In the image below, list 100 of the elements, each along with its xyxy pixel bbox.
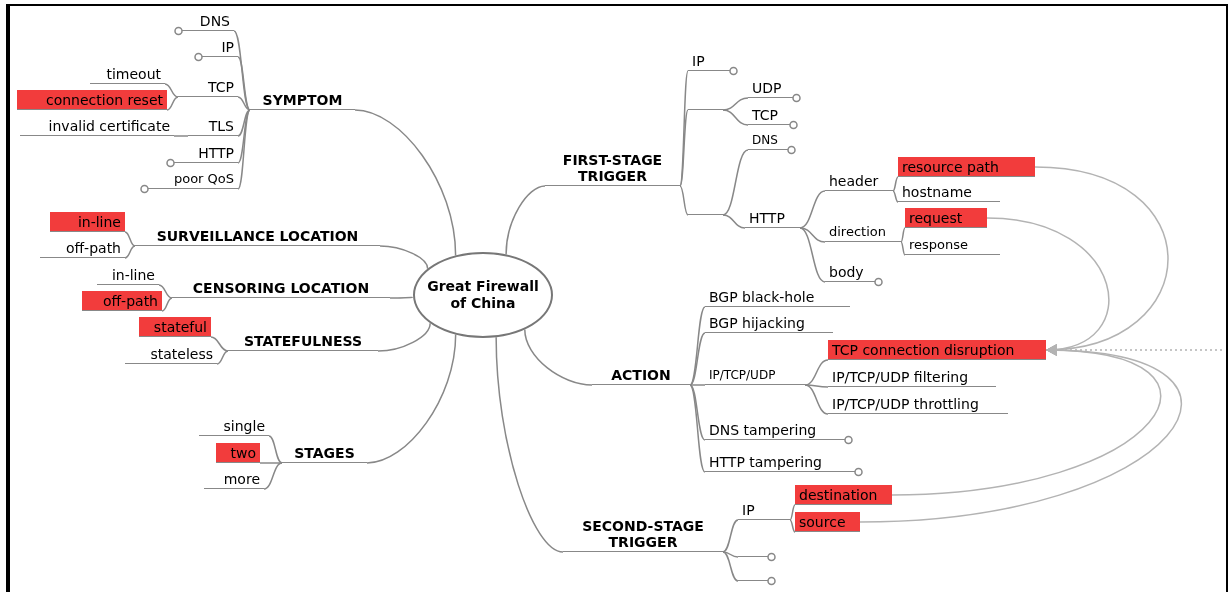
topic-label: FIRST-STAGE TRIGGER bbox=[545, 146, 680, 186]
branch-connector bbox=[689, 332, 706, 386]
branch-label: poor QoS bbox=[148, 169, 238, 189]
branch-label: hostname bbox=[898, 182, 1000, 202]
branch-label: IP bbox=[738, 500, 790, 520]
branch-connector bbox=[263, 462, 283, 490]
highlighted-label: off-path bbox=[82, 291, 162, 311]
branch-label: IP bbox=[688, 51, 730, 71]
branch-connector bbox=[161, 297, 173, 312]
branch-label: UDP bbox=[748, 78, 793, 98]
topic-label: SYMPTOM bbox=[250, 90, 355, 110]
branch-connector bbox=[722, 149, 749, 216]
dotted-arrow bbox=[1045, 344, 1223, 356]
branch-label: DNS bbox=[748, 130, 788, 150]
highlighted-label: stateful bbox=[139, 317, 211, 337]
branch-label: invalid certificate bbox=[20, 116, 174, 136]
branch-label: BGP black-hole bbox=[705, 287, 850, 307]
topic-label: STAGES bbox=[282, 443, 367, 463]
branch-connector bbox=[679, 185, 689, 216]
branch-label: stateless bbox=[125, 344, 217, 364]
branch-connector bbox=[892, 176, 899, 192]
branch-connector bbox=[124, 231, 136, 247]
branch-connector bbox=[722, 214, 746, 229]
branch-connector bbox=[158, 284, 173, 299]
branch-connector bbox=[689, 384, 706, 473]
branch-connector bbox=[166, 96, 179, 111]
branch-line bbox=[688, 106, 723, 110]
branch-label: in-line bbox=[97, 265, 159, 285]
branch-line bbox=[738, 553, 768, 557]
branch-label: IP/TCP/UDP filtering bbox=[828, 367, 996, 387]
branch-connector bbox=[237, 109, 251, 137]
branch-connector bbox=[124, 245, 136, 259]
branch-connector bbox=[799, 190, 826, 229]
branch-connector bbox=[259, 462, 283, 464]
branch-label: TCP bbox=[748, 105, 790, 125]
branch-label: header bbox=[825, 171, 893, 191]
branch-connector bbox=[389, 296, 414, 299]
topic-label: CENSORING LOCATION bbox=[172, 278, 390, 298]
branch-label: more bbox=[204, 469, 264, 489]
branch-label: IP/TCP/UDP bbox=[705, 365, 805, 385]
branch-connector bbox=[379, 245, 429, 270]
central-ellipse: Great Firewall of China bbox=[413, 252, 553, 338]
branch-label: BGP hijacking bbox=[705, 313, 833, 333]
branch-label: TCP bbox=[178, 77, 238, 97]
branch-label: timeout bbox=[90, 64, 165, 84]
branch-label: HTTP tampering bbox=[705, 452, 855, 472]
branch-label: DNS bbox=[182, 11, 234, 31]
highlighted-label: connection reset bbox=[17, 90, 167, 110]
highlighted-label: TCP connection disruption bbox=[828, 340, 1046, 360]
branch-connector bbox=[789, 519, 796, 533]
branch-connector bbox=[799, 227, 826, 283]
branch-connector bbox=[722, 551, 739, 582]
branch-label: single bbox=[199, 416, 269, 436]
branch-connector bbox=[722, 519, 739, 553]
branch-connector bbox=[689, 384, 706, 441]
highlighted-label: in-line bbox=[50, 212, 125, 232]
branch-connector bbox=[237, 109, 251, 190]
branch-connector bbox=[237, 96, 251, 111]
branch-connector bbox=[689, 384, 706, 386]
branch-label: TLS bbox=[188, 116, 238, 136]
branch-label: HTTP bbox=[745, 208, 800, 228]
branch-label: HTTP bbox=[174, 143, 238, 163]
branch-connector bbox=[892, 190, 899, 203]
highlighted-label: two bbox=[216, 443, 260, 463]
topic-label: SECOND-STAGE TRIGGER bbox=[563, 512, 723, 552]
branch-connector bbox=[689, 306, 706, 386]
topic-label: SURVEILLANCE LOCATION bbox=[135, 226, 380, 246]
branch-line bbox=[688, 211, 723, 215]
branch-connector bbox=[164, 83, 179, 98]
branch-label: direction bbox=[825, 222, 901, 242]
highlighted-label: destination bbox=[795, 485, 892, 505]
branch-connector bbox=[722, 97, 749, 111]
branch-label: IP/TCP/UDP throttling bbox=[828, 394, 1008, 414]
highlighted-label: source bbox=[795, 512, 860, 532]
topic-label: STATEFULNESS bbox=[228, 331, 378, 351]
highlighted-label: request bbox=[905, 208, 987, 228]
branch-connector bbox=[237, 109, 251, 164]
branch-line bbox=[738, 577, 768, 581]
branch-connector bbox=[237, 56, 251, 111]
branch-label: body bbox=[825, 262, 875, 282]
branch-connector bbox=[804, 384, 829, 388]
branch-connector bbox=[679, 109, 689, 187]
branch-connector bbox=[216, 350, 229, 365]
branch-connector bbox=[900, 227, 906, 243]
branch-connector bbox=[524, 328, 593, 386]
branch-connector bbox=[377, 322, 431, 352]
branch-connector bbox=[722, 109, 749, 126]
highlighted-label: resource path bbox=[898, 157, 1035, 177]
topic-label: ACTION bbox=[592, 365, 690, 385]
branch-label: off-path bbox=[40, 238, 125, 258]
branch-label: response bbox=[905, 235, 1000, 255]
branch-connector bbox=[804, 384, 829, 415]
branch-label: DNS tampering bbox=[705, 420, 845, 440]
branch-connector bbox=[679, 70, 689, 187]
branch-connector bbox=[173, 135, 189, 137]
branch-connector bbox=[900, 241, 906, 256]
branch-connector bbox=[268, 435, 283, 464]
branch-connector bbox=[799, 227, 826, 243]
branch-label: IP bbox=[202, 37, 238, 57]
branch-connector bbox=[722, 551, 739, 558]
